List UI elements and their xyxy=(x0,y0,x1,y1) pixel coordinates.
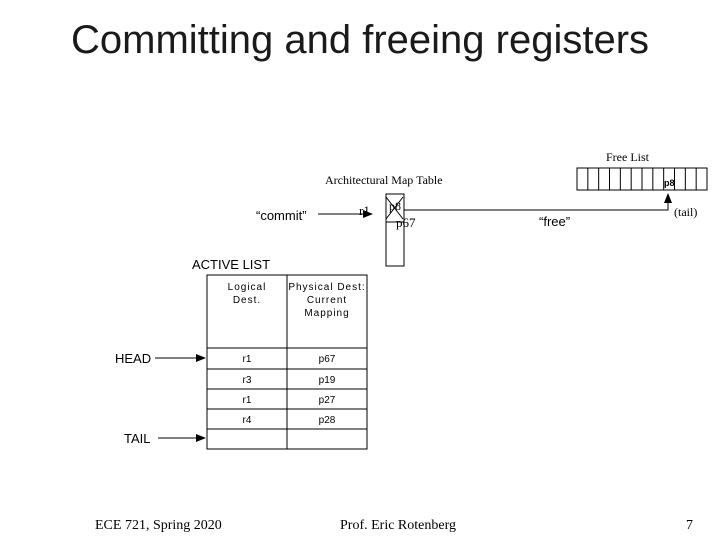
footer-author: Prof. Eric Rotenberg xyxy=(340,518,456,533)
table-cell-physical: p28 xyxy=(318,415,336,426)
column-header-logical: Logical Dest. xyxy=(227,282,267,306)
free-list xyxy=(576,167,708,191)
slide-title: Committing and freeing registers xyxy=(70,18,650,62)
free-arrow xyxy=(404,193,672,211)
table-cell-physical: p67 xyxy=(318,354,336,365)
map-table xyxy=(385,193,405,267)
map-table-register: r1 xyxy=(359,203,370,218)
page-number: 7 xyxy=(686,518,693,533)
active-list-table xyxy=(206,274,368,450)
table-cell-physical: p19 xyxy=(318,375,336,386)
head-label: HEAD xyxy=(115,351,152,366)
free-list-slots xyxy=(587,168,697,190)
table-cell-logical: r4 xyxy=(242,415,252,426)
strike-line xyxy=(385,196,404,220)
table-cell-physical: p27 xyxy=(318,395,336,406)
map-table-label: Architectural Map Table xyxy=(325,173,443,187)
map-table-old-mapping: p8 xyxy=(389,199,401,213)
free-annotation: “free” xyxy=(539,214,571,229)
column-header-physical: Physical Dest: Current Mapping xyxy=(288,282,366,319)
table-cell-logical: r1 xyxy=(242,354,252,365)
table-cell-logical: r1 xyxy=(242,395,252,406)
map-table-new-mapping: p67 xyxy=(396,215,416,230)
free-list-tail-value: p8 xyxy=(664,178,675,188)
tail-label: TAIL xyxy=(124,431,151,446)
map-table-column xyxy=(385,193,405,267)
footer-course: ECE 721, Spring 2020 xyxy=(95,518,222,533)
active-list-label: ACTIVE LIST xyxy=(192,257,271,272)
free-list-tail-label: (tail) xyxy=(674,205,698,219)
commit-annotation: “commit” xyxy=(256,208,307,223)
free-list-label: Free List xyxy=(606,150,649,164)
table-cell-logical: r3 xyxy=(242,375,252,386)
